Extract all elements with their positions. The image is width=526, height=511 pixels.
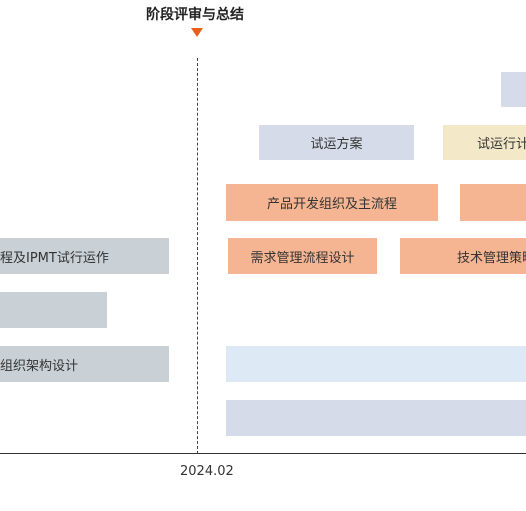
- bar-ipmt[interactable]: 程及IPMT试行运作: [0, 238, 169, 274]
- milestone-dashed-line: [197, 58, 198, 454]
- bar-product-dev-right[interactable]: [460, 184, 526, 221]
- time-axis: [0, 453, 526, 454]
- bar-top-right[interactable]: [501, 72, 526, 107]
- bar-trial-plan[interactable]: 试运方案: [259, 125, 414, 160]
- bar-org-design[interactable]: 组织架构设计: [0, 346, 169, 382]
- bar-requirement-design[interactable]: 需求管理流程设计: [228, 238, 377, 274]
- bar-light-blue[interactable]: [226, 346, 526, 382]
- milestone-triangle-icon: [191, 28, 203, 37]
- bar-product-dev[interactable]: 产品开发组织及主流程: [226, 184, 438, 221]
- milestone-label: 阶段评审与总结: [146, 7, 244, 23]
- bar-tech-mgmt[interactable]: 技术管理策略: [400, 238, 526, 274]
- axis-tick-label: 2024.02: [180, 464, 234, 479]
- bar-left-row5[interactable]: [0, 292, 107, 328]
- bar-trial-run[interactable]: 试运行计: [443, 125, 526, 160]
- bar-lavender-bottom[interactable]: [226, 400, 526, 436]
